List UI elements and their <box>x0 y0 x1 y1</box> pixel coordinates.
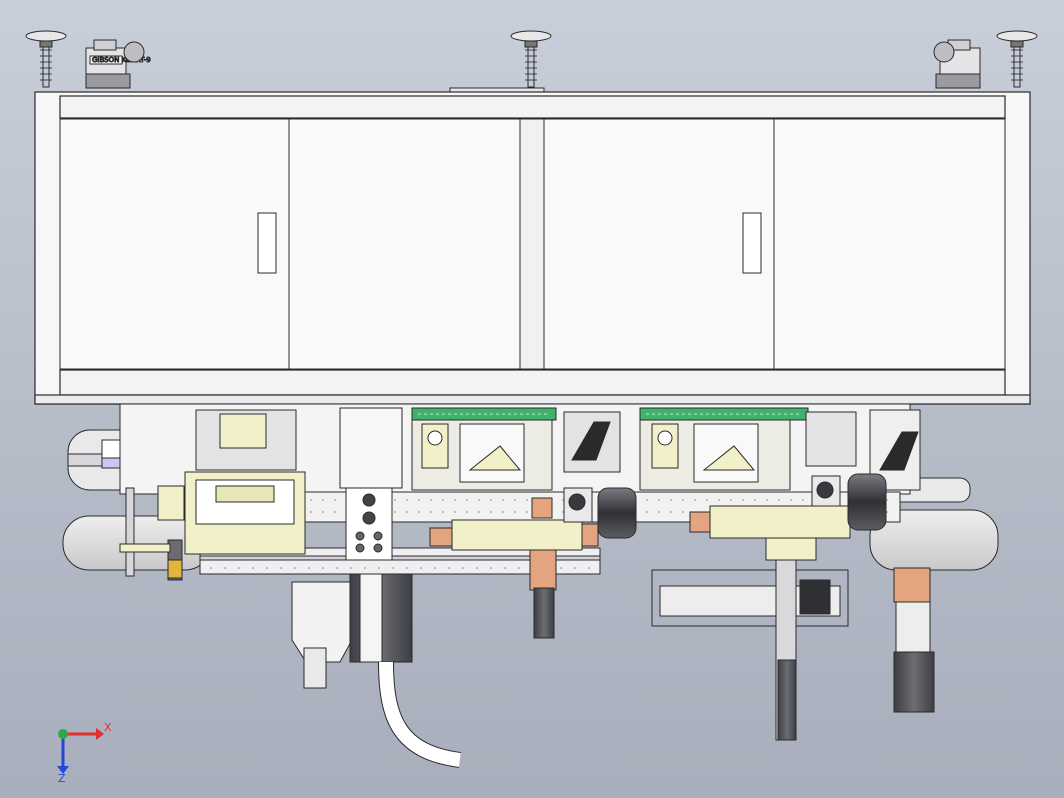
caster-wheel-right <box>933 39 981 89</box>
spindle-tower <box>339 407 403 561</box>
cabinet-door-3[interactable] <box>543 118 775 370</box>
black-drum-left <box>563 487 637 539</box>
servo-motor-right <box>893 567 935 713</box>
cabinet-door-4[interactable] <box>773 118 1006 370</box>
caster-wheel-left: GIBSON KUZRT-9 <box>85 39 151 89</box>
control-knob-mid[interactable] <box>362 511 376 525</box>
caster-stamp-text: GIBSON KUZRT-9 <box>92 56 151 64</box>
gearbox-motor-left <box>291 573 413 689</box>
cabinet-door-2[interactable] <box>257 118 521 370</box>
leveling-foot-left <box>25 30 67 88</box>
cabinet-door-1[interactable] <box>59 118 290 370</box>
axis-triad: X Z <box>57 721 112 785</box>
press-head-right <box>639 409 921 491</box>
turntable-disc-right <box>869 477 999 571</box>
slide-carriage-left <box>429 497 599 551</box>
leveling-foot-center <box>510 30 552 88</box>
pcb-rail-right <box>639 407 809 421</box>
door-handle-left[interactable] <box>257 212 277 274</box>
vertical-actuator <box>651 559 849 741</box>
door-handle-right[interactable] <box>742 212 762 274</box>
pcb-rail-left <box>411 407 557 421</box>
axis-x-label: X <box>104 721 112 734</box>
control-knob-top[interactable] <box>362 493 376 507</box>
left-feeder-module <box>119 409 306 581</box>
axis-z-label: Z <box>58 772 66 785</box>
slide-carriage-right <box>689 505 851 561</box>
servo-motor-center <box>529 549 557 639</box>
cabinet-center-post <box>519 118 545 370</box>
press-head-left <box>411 411 621 491</box>
black-drum-right <box>811 473 887 531</box>
leveling-foot-right <box>996 30 1038 88</box>
